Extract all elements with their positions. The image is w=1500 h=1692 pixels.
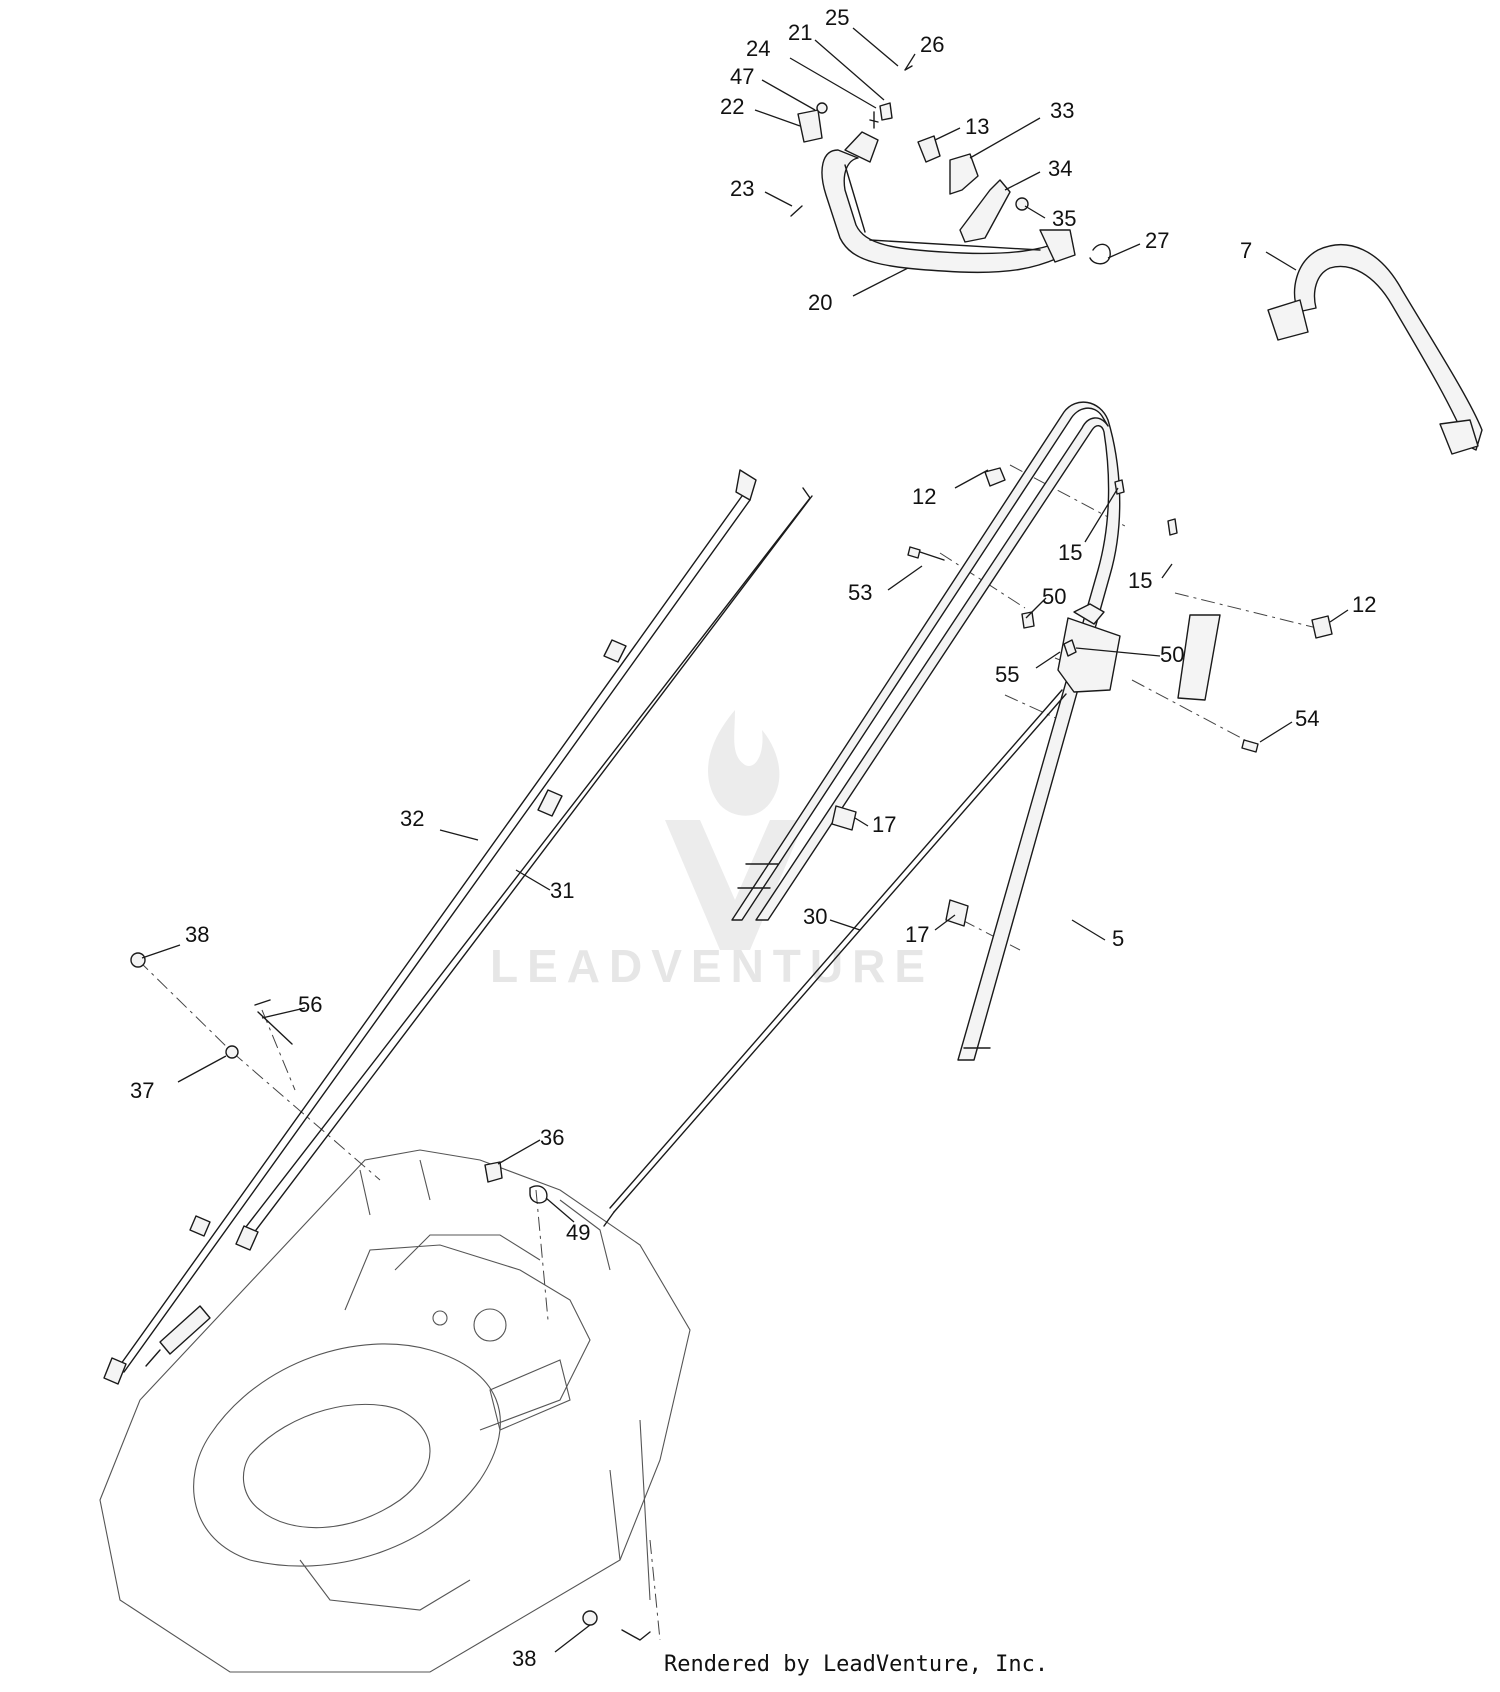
callout-24: 24 <box>746 36 770 61</box>
v-logo-icon <box>665 820 805 950</box>
hardware <box>130 467 1333 1641</box>
callout-37: 37 <box>130 1078 154 1103</box>
cable-32 <box>103 469 757 1385</box>
callout-50-right: 50 <box>1160 642 1184 667</box>
watermark: LEADVENTURE <box>490 710 934 992</box>
callout-32: 32 <box>400 806 424 831</box>
callout-7: 7 <box>1240 238 1252 263</box>
mower-deck <box>99 1149 691 1673</box>
callout-35: 35 <box>1052 206 1076 231</box>
callout-27: 27 <box>1145 228 1169 253</box>
callout-15-left: 15 <box>1058 540 1082 565</box>
upper-handle-7 <box>1267 244 1483 455</box>
callout-36: 36 <box>540 1125 564 1150</box>
control-cable-30 <box>603 603 1121 1227</box>
callout-20: 20 <box>808 290 832 315</box>
flame-logo-icon <box>708 710 780 816</box>
bail-assembly <box>790 65 1111 274</box>
assembly-lines <box>137 464 1326 1641</box>
callout-17-lower: 17 <box>905 922 929 947</box>
callout-17-upper: 17 <box>872 812 896 837</box>
callout-30: 30 <box>803 904 827 929</box>
callout-38-upper: 38 <box>185 922 209 947</box>
callout-12-upper: 12 <box>912 484 936 509</box>
leader-lines <box>141 27 1349 1653</box>
render-credit: Rendered by LeadVenture, Inc. <box>664 1652 1049 1677</box>
callout-49: 49 <box>566 1220 590 1245</box>
cable-31 <box>145 487 813 1367</box>
callout-labels: 25 21 26 24 47 22 13 33 34 23 35 27 20 7… <box>130 5 1376 1671</box>
callout-50-upper: 50 <box>1042 584 1066 609</box>
callout-56: 56 <box>298 992 322 1017</box>
callout-53: 53 <box>848 580 872 605</box>
callout-15-right: 15 <box>1128 568 1152 593</box>
callout-21: 21 <box>788 20 812 45</box>
callout-12-right: 12 <box>1352 592 1376 617</box>
callout-22: 22 <box>720 94 744 119</box>
callout-13: 13 <box>965 114 989 139</box>
callout-5: 5 <box>1112 926 1124 951</box>
watermark-text: LEADVENTURE <box>490 940 934 992</box>
callout-38-lower: 38 <box>512 1646 536 1671</box>
lower-handle-5 <box>731 401 1221 1061</box>
callout-25: 25 <box>825 5 849 30</box>
callout-33: 33 <box>1050 98 1074 123</box>
callout-34: 34 <box>1048 156 1072 181</box>
callout-47: 47 <box>730 64 754 89</box>
callout-55: 55 <box>995 662 1019 687</box>
callout-26: 26 <box>920 32 944 57</box>
callout-31: 31 <box>550 878 574 903</box>
callout-54: 54 <box>1295 706 1319 731</box>
callout-23: 23 <box>730 176 754 201</box>
